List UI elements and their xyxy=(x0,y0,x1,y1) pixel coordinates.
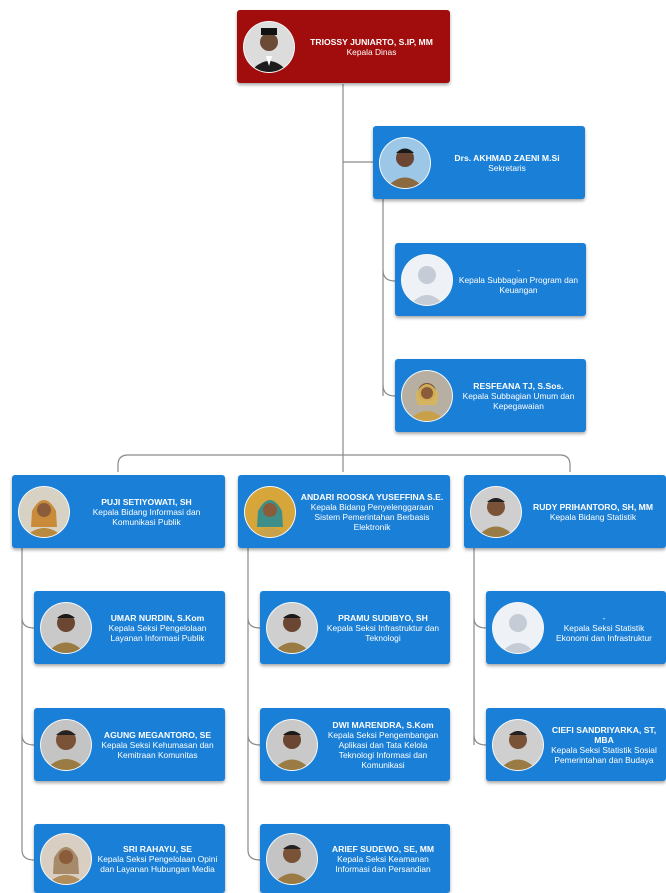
connector-col3-b xyxy=(473,734,487,746)
person-photo-icon xyxy=(379,136,431,189)
node-name: PRAMU SUDIBYO, SH xyxy=(338,612,428,623)
node-name: TRIOSSY JUNIARTO, S.IP, MM xyxy=(310,36,433,47)
org-node-seksi-pengelolaan-layanan[interactable]: UMAR NURDIN, S.Kom Kepala Seksi Pengelol… xyxy=(34,591,225,664)
default-avatar-icon xyxy=(492,601,544,654)
node-name: DWI MARENDRA, S.Kom xyxy=(332,719,434,730)
person-photo-icon xyxy=(244,485,296,538)
node-title: Kepala Bidang Statistik xyxy=(549,511,637,522)
node-name: SRI RAHAYU, SE xyxy=(123,843,192,854)
connector-subbag-umum xyxy=(382,384,396,397)
person-photo-icon xyxy=(40,601,92,654)
person-photo-icon xyxy=(40,718,92,771)
node-name: UMAR NURDIN, S.Kom xyxy=(110,612,205,623)
node-name: ARIEF SUDEWO, SE, MM xyxy=(331,843,435,854)
org-node-seksi-opini[interactable]: SRI RAHAYU, SE Kepala Seksi Pengelolaan … xyxy=(34,824,225,893)
node-title: Kepala Seksi Statistik Sosial Pemerintah… xyxy=(551,744,657,765)
person-photo-icon xyxy=(266,718,318,771)
org-node-seksi-kehumasan[interactable]: AGUNG MEGANTORO, SE Kepala Seksi Kehumas… xyxy=(34,708,225,781)
person-photo-icon xyxy=(470,485,522,538)
node-title: Kepala Seksi Kehumasan dan Kemitraan Kom… xyxy=(101,739,214,760)
person-photo-icon xyxy=(243,20,295,73)
person-photo-icon xyxy=(492,718,544,771)
org-node-kepala-dinas[interactable]: TRIOSSY JUNIARTO, S.IP, MM Kepala Dinas xyxy=(237,10,450,83)
node-title: Kepala Seksi Keamanan Informasi dan Pers… xyxy=(335,853,431,874)
org-node-subbag-program[interactable]: - Kepala Subbagian Program dan Keuangan xyxy=(395,243,586,316)
node-title: Kepala Dinas xyxy=(346,46,397,57)
node-name: RUDY PRIHANTORO, SH, MM xyxy=(532,501,653,512)
node-title: Kepala Seksi Infrastruktur dan Teknologi xyxy=(326,622,440,643)
connector-bidang-bus xyxy=(117,454,571,472)
connector-col1-c xyxy=(21,849,35,861)
default-avatar-icon xyxy=(401,253,453,306)
node-title: Sekretaris xyxy=(488,162,526,173)
connector-col2-c xyxy=(247,849,261,861)
node-title: Kepala Subbagian Program dan Keuangan xyxy=(458,274,579,295)
person-photo-icon xyxy=(266,832,318,885)
connector-col2-b xyxy=(247,734,261,746)
node-name: CIEFI SANDRIYARKA, ST, MBA xyxy=(551,724,657,745)
connector-subbag-program xyxy=(382,269,396,282)
node-title: Kepala Bidang Penyelenggaraan Sistem Pem… xyxy=(310,501,434,532)
connector-col1-b xyxy=(21,734,35,746)
node-title: Kepala Subbagian Umum dan Kepegawaian xyxy=(462,390,575,411)
connector-col1-a xyxy=(21,617,35,629)
org-node-seksi-keamanan[interactable]: ARIEF SUDEWO, SE, MM Kepala Seksi Keaman… xyxy=(260,824,450,893)
org-node-seksi-statistik-sosial[interactable]: CIEFI SANDRIYARKA, ST, MBA Kepala Seksi … xyxy=(486,708,666,781)
org-node-sekretaris[interactable]: Drs. AKHMAD ZAENI M.Si Sekretaris xyxy=(373,126,585,199)
node-title: Kepala Seksi Statistik Ekonomi dan Infra… xyxy=(556,622,652,643)
node-title: Kepala Bidang Informasi dan Komunikasi P… xyxy=(92,506,201,527)
org-node-seksi-statistik-ekonomi[interactable]: - Kepala Seksi Statistik Ekonomi dan Inf… xyxy=(486,591,666,664)
connector-col3-a xyxy=(473,617,487,629)
person-photo-icon xyxy=(18,485,70,538)
connector-col2-a xyxy=(247,617,261,629)
node-name: AGUNG MEGANTORO, SE xyxy=(103,729,212,740)
node-name: - xyxy=(602,612,606,623)
node-name: PUJI SETIYOWATI, SH xyxy=(101,496,192,507)
node-name: - xyxy=(517,264,520,275)
node-name: RESFEANA TJ, S.Sos. xyxy=(473,380,564,391)
org-node-bidang-statistik[interactable]: RUDY PRIHANTORO, SH, MM Kepala Bidang St… xyxy=(464,475,666,548)
org-node-subbag-umum[interactable]: RESFEANA TJ, S.Sos. Kepala Subbagian Umu… xyxy=(395,359,586,432)
node-title: Kepala Seksi Pengembangan Aplikasi dan T… xyxy=(327,729,439,770)
org-node-bidang-ikp[interactable]: PUJI SETIYOWATI, SH Kepala Bidang Inform… xyxy=(12,475,225,548)
node-name: Drs. AKHMAD ZAENI M.Si xyxy=(454,152,560,163)
person-photo-icon xyxy=(401,369,453,422)
node-name: ANDARI ROOSKA YUSEFFINA S.E. xyxy=(300,491,444,502)
org-node-seksi-aplikasi[interactable]: DWI MARENDRA, S.Kom Kepala Seksi Pengemb… xyxy=(260,708,450,781)
person-photo-icon xyxy=(40,832,92,885)
node-title: Kepala Seksi Pengelolaan Layanan Informa… xyxy=(108,622,207,643)
node-title: Kepala Seksi Pengelolaan Opini dan Layan… xyxy=(97,853,218,874)
org-node-seksi-infrastruktur[interactable]: PRAMU SUDIBYO, SH Kepala Seksi Infrastru… xyxy=(260,591,450,664)
org-node-bidang-spbe[interactable]: ANDARI ROOSKA YUSEFFINA S.E. Kepala Bida… xyxy=(238,475,450,548)
person-photo-icon xyxy=(266,601,318,654)
